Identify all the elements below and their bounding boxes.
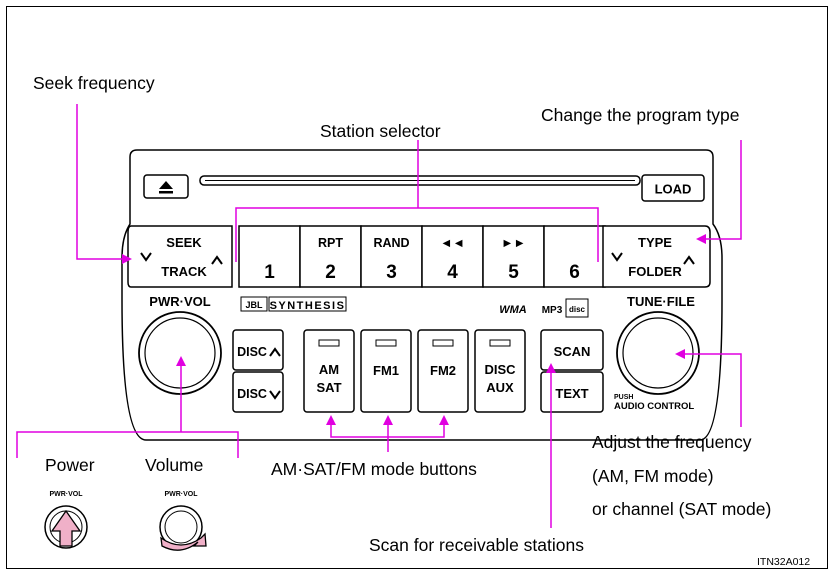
figure-code: ITN32A012 [757,556,811,568]
seek-track-button[interactable]: SEEK TRACK [127,225,233,288]
fm2-button[interactable]: FM2 [417,329,469,413]
chevron-down-icon [611,252,623,262]
push-arrow-icon [50,509,82,547]
preset-number-label: 2 [325,262,336,283]
disc-aux-button[interactable]: DISC AUX [474,329,526,413]
jbl-logo: JBL [245,300,263,310]
disc-up-button[interactable]: DISC [232,329,284,371]
callout-power: Power [45,455,95,475]
audio-control-label: AUDIO CONTROL [614,401,694,412]
callout-change-program-type: Change the program type [541,105,740,125]
load-button[interactable]: LOAD [641,174,705,202]
type-folder-button[interactable]: TYPE FOLDER [602,225,711,288]
preset-number-label: 6 [569,262,580,283]
callout-scan-receivable: Scan for receivable stations [369,535,584,555]
callout-adjust-line3: or channel (SAT mode) [592,499,772,519]
mp3-logo: MP3 [542,305,563,316]
callout-adjust-line1: Adjust the frequency [592,432,752,452]
callout-station-selector: Station selector [320,121,441,141]
rotate-arrow-icon [160,532,207,551]
callout-volume: Volume [145,455,204,475]
preset-top-label: RPT [318,236,343,250]
disc-down-label: DISC [237,387,267,401]
preset-button-2[interactable]: RPT 2 [299,225,362,288]
callout-lines [16,104,742,528]
synthesis-logo: SYNTHESIS [270,300,346,312]
preset-number-label: 1 [264,262,275,283]
preset-button-6[interactable]: 6 [543,225,606,288]
pwr-vol-label: PWR·VOL [149,294,210,309]
chevron-up-icon [211,255,223,265]
faceplate [121,149,723,441]
figure-frame [6,6,828,569]
callout-arrowheads [122,234,706,425]
fm1-button[interactable]: FM1 [360,329,412,413]
callout-seek-frequency: Seek frequency [33,73,155,93]
callout-adjust-line2: (AM, FM mode) [592,466,714,486]
small-pwr-vol-label-2: PWR·VOL [164,491,198,498]
tune-file-knob[interactable] [616,311,700,395]
disc-label: DISC [484,362,516,377]
fm1-label: FM1 [373,363,399,378]
seek-label: SEEK [166,235,202,250]
scan-label: SCAN [554,344,591,359]
chevron-down-icon [140,252,152,262]
preset-number-label: 4 [447,262,458,283]
disc-logo: disc [569,305,586,314]
preset-top-label: RAND [373,236,409,250]
pwr-vol-knob[interactable] [138,311,222,395]
preset-button-1[interactable]: 1 [238,225,301,288]
chevron-down-icon [269,390,281,400]
disc-down-button[interactable]: DISC [232,371,284,413]
preset-buttons: 1 RPT 2 RAND 3 ◄◄ 4 ►► 5 6 [238,225,606,288]
preset-button-5[interactable]: ►► 5 [482,225,545,288]
preset-number-label: 3 [386,262,397,283]
callout-mode-buttons: AM·SAT/FM mode buttons [271,459,477,479]
preset-number-label: 5 [508,262,519,283]
eject-icon [159,181,173,189]
folder-label: FOLDER [628,264,682,279]
preset-button-3[interactable]: RAND 3 [360,225,423,288]
am-sat-button[interactable]: AM SAT [303,329,355,413]
wma-logo: WMA [499,304,527,316]
fm2-label: FM2 [430,363,456,378]
preset-top-label: ◄◄ [440,236,465,250]
volume-knob-illustration [159,505,207,551]
sat-label: SAT [316,380,341,395]
scan-button[interactable]: SCAN [540,329,604,371]
preset-top-label: ►► [501,236,526,250]
am-label: AM [319,362,339,377]
text-label: TEXT [555,386,588,401]
preset-button-4[interactable]: ◄◄ 4 [421,225,484,288]
tune-file-label: TUNE·FILE [627,294,695,309]
chevron-up-icon [683,255,695,265]
chevron-up-icon [269,347,281,357]
disc-up-label: DISC [237,345,267,359]
media-logos: WMA MP3 disc [499,298,589,318]
load-label: LOAD [655,182,692,197]
type-label: TYPE [638,235,672,250]
track-label: TRACK [161,264,207,279]
eject-button[interactable] [143,174,189,199]
push-label: PUSH [614,394,633,401]
power-knob-illustration [44,505,88,549]
jbl-synthesis-badge: JBL SYNTHESIS [240,296,347,312]
text-button[interactable]: TEXT [540,371,604,413]
cd-slot [199,175,641,186]
small-pwr-vol-label-1: PWR·VOL [49,491,83,498]
aux-label: AUX [486,380,514,395]
